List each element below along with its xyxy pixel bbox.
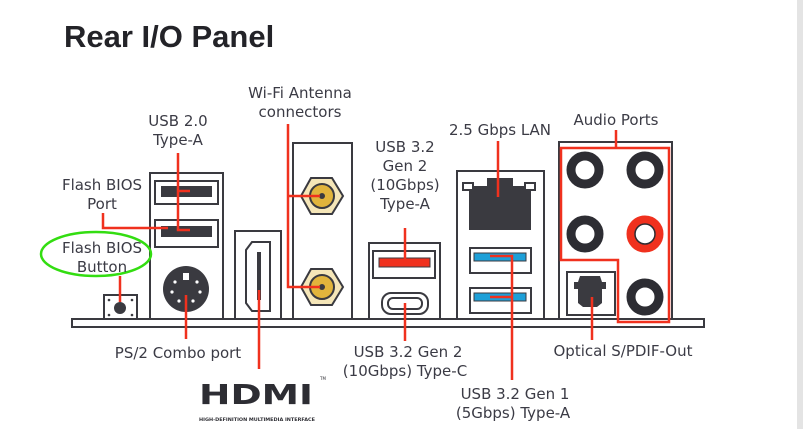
usb32g2c-label-1: USB 3.2 Gen 2 <box>354 343 463 361</box>
antenna-connector-1 <box>299 177 345 215</box>
antenna-connector-2 <box>299 268 345 306</box>
optical-port <box>574 276 606 307</box>
flash-port-label-1: Flash BIOS <box>62 176 142 194</box>
usb32g2a-label-2: Gen 2 <box>383 157 428 175</box>
audio-label: Audio Ports <box>574 111 659 129</box>
usb32g2a-label-4: Type-A <box>379 195 431 213</box>
usb20-label-1: USB 2.0 <box>148 112 207 130</box>
wifi-label-2: connectors <box>259 103 342 121</box>
optical-label: Optical S/PDIF-Out <box>554 342 693 360</box>
hdmi-logo-tm: TM <box>319 376 326 381</box>
flash-button-label-2: Button <box>77 258 127 276</box>
lan-port <box>469 178 531 230</box>
ps2-port <box>163 266 209 312</box>
page-title: Rear I/O Panel <box>64 19 274 54</box>
wifi-label-1: Wi-Fi Antenna <box>248 84 352 102</box>
leader-lines <box>101 124 618 380</box>
hdmi-logo-text: HDMI <box>199 378 313 411</box>
usb32g1-label-1: USB 3.2 Gen 1 <box>461 385 570 403</box>
highlight-circle <box>39 230 153 278</box>
flash-button-label-1: Flash BIOS <box>62 239 142 257</box>
usb20-label-2: Type-A <box>152 131 204 149</box>
usb32-gen2-block <box>368 242 441 320</box>
usb32g2a-label-3: (10Gbps) <box>370 176 439 194</box>
usb20-ps2-block <box>149 172 224 320</box>
scrollbar[interactable] <box>797 0 803 429</box>
ps2-label: PS/2 Combo port <box>115 344 242 362</box>
usb32g1-label-2: (5Gbps) Type-A <box>456 404 571 422</box>
flash-port-label-2: Port <box>87 195 117 213</box>
hdmi-logo: HDMI TM HIGH-DEFINITION MULTIMEDIA INTER… <box>199 376 326 423</box>
io-shield-base <box>71 318 705 328</box>
usb32g2c-label-2: (10Gbps) Type-C <box>343 362 467 380</box>
audio-block <box>558 141 673 324</box>
usb32g2a-label-1: USB 3.2 <box>375 138 434 156</box>
wifi-antenna-block <box>292 142 353 320</box>
hdmi-logo-subtitle: HIGH-DEFINITION MULTIMEDIA INTERFACE <box>199 417 315 423</box>
lan-label: 2.5 Gbps LAN <box>449 121 551 139</box>
